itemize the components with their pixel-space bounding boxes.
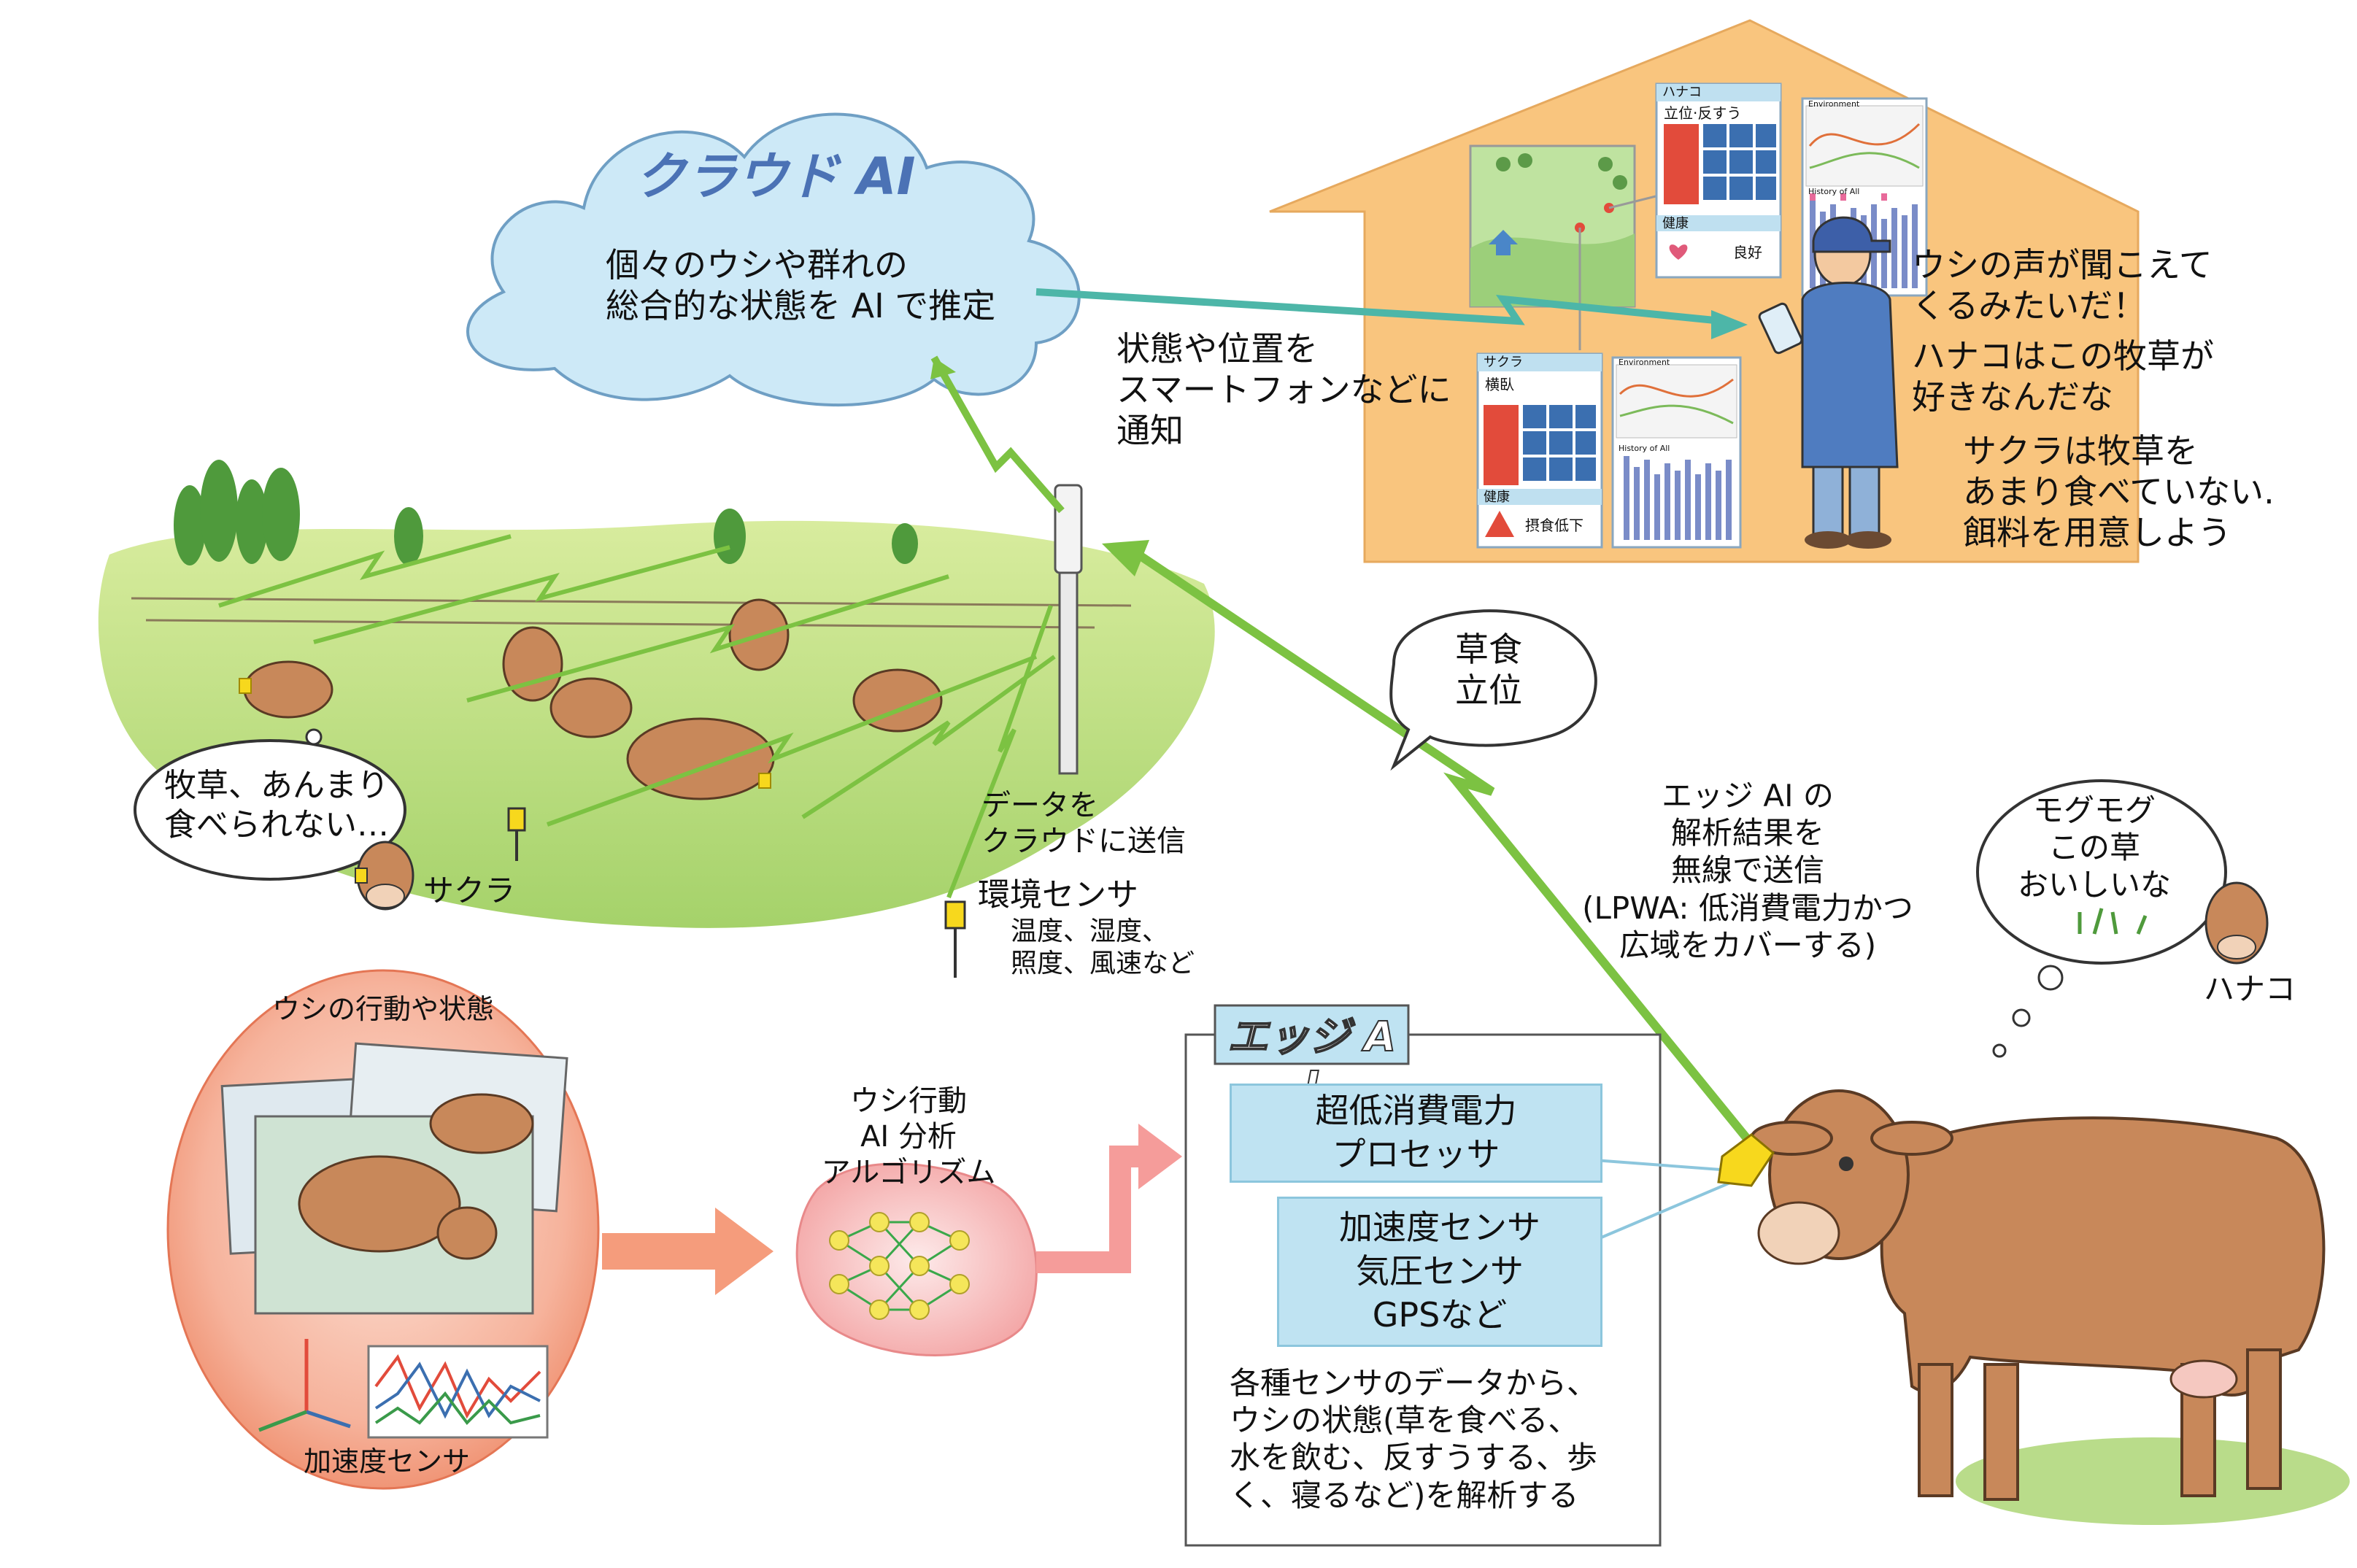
- sakura-bubble-shape: [134, 739, 406, 881]
- cow-photo-stack: [220, 1042, 568, 1315]
- sakura-chart-label-env: Environment: [1619, 358, 1670, 367]
- sakura-panel-health-value: 摂食低下: [1525, 517, 1583, 534]
- hanako-bubble-shape: [1976, 779, 2227, 965]
- accel-graph-icon: [367, 1345, 549, 1439]
- accel-sensor-label: 加速度センサ: [303, 1445, 470, 1478]
- hanako-status-panel: [1655, 82, 1782, 279]
- notify-text: 状態や位置を スマートフォンなどに 通知: [1116, 329, 1451, 451]
- sakura-chart-label-hist: History of All: [1619, 444, 1670, 453]
- arrow-training-to-algorithm: [602, 1208, 774, 1295]
- farmer-speech-3: サクラは牧草を あまり食べていない. 餌料を用意しよう: [1963, 431, 2275, 553]
- hanako-name-label: ハナコ: [2204, 971, 2296, 1007]
- hanako-panel-name: ハナコ: [1662, 85, 1702, 100]
- neural-network-icon: [829, 1212, 970, 1320]
- grass-icon: [2078, 908, 2148, 935]
- hanako-cow-face: [2204, 881, 2269, 965]
- edge-bubble-shape: [1389, 609, 1597, 771]
- cloud-description: 個々のウシや群れの 総合的な状態を AI で推定: [606, 245, 996, 326]
- farmer-speech-2: ハナコはこの牧草が 好きなんだな: [1912, 336, 2214, 417]
- env-sensor-title: 環境センサ: [978, 876, 1138, 914]
- environment-sensor-icon: [507, 807, 966, 978]
- hanako-chart-label-env: Environment: [1808, 99, 1860, 109]
- hanako-chart-label-hist: History of All: [1808, 187, 1860, 196]
- smartphone-icon: [1758, 302, 1803, 355]
- edge-send-description: エッジ AI の 解析結果を 無線で送信 (LPWA: 低消費電力かつ 広域をカ…: [1582, 778, 1913, 963]
- cloud-shape: [466, 112, 1081, 406]
- sakura-chart-panel: [1611, 356, 1742, 549]
- hanako-cow: [1750, 1089, 2350, 1525]
- sakura-name-label: サクラ: [423, 873, 516, 908]
- cloud-title: クラウド AI: [635, 147, 916, 206]
- sakura-speech-bubble: 牧草、あんまり 食べられない…: [164, 767, 389, 843]
- edge-processor-box: 超低消費電力 プロセッサ: [1230, 1084, 1602, 1183]
- radio-tower: [1054, 484, 1083, 775]
- farmer-speech-1: ウシの声が聞こえて くるみたいだ！: [1912, 245, 2213, 326]
- hanako-panel-health-label: 健康: [1662, 216, 1689, 231]
- hanako-panel-state: 立位·反すう: [1664, 104, 1742, 122]
- cow-tag-icon: [1717, 1133, 1775, 1187]
- farmer-figure: [1758, 216, 1899, 549]
- pasture-cows: [243, 598, 943, 800]
- sakura-status-panel: [1476, 352, 1603, 549]
- hanako-speech-bubble: モグモグ この草 おいしいな: [2017, 792, 2171, 903]
- edge-ai-title-box: [1214, 1004, 1410, 1065]
- wireless-arrow-cloud-to-house: [1035, 288, 1748, 339]
- pasture-fence: [131, 597, 1132, 629]
- sakura-panel-health-label: 健康: [1484, 490, 1510, 505]
- edge-ai-description: 各種センサのデータから、 ウシの状態(草を食べる、 水を飲む、反すうする、歩 く…: [1230, 1365, 1598, 1513]
- sakura-cow-face: [355, 841, 414, 911]
- accel-axes-icon: [258, 1339, 351, 1432]
- arrow-algorithm-to-edge: [1036, 1124, 1182, 1273]
- upload-to-cloud-text: データを クラウドに送信: [981, 789, 1186, 858]
- edge-sensors-box: 加速度センサ 気圧センサ GPSなど: [1277, 1197, 1602, 1347]
- map-panel: [1469, 144, 1668, 350]
- hanako-panel-health-value: 良好: [1733, 244, 1762, 261]
- env-sensor-description: 温度、湿度、 照度、風速など: [1011, 916, 1195, 978]
- pasture-trees: [174, 460, 918, 565]
- wireless-arrow-tower-to-cloud: [930, 355, 1065, 514]
- pasture-wireless-signals: [218, 534, 1056, 899]
- training-title: ウシの行動や状態: [271, 993, 494, 1025]
- map-north-arrow-icon: [1489, 230, 1518, 255]
- wireless-arrow-cow-to-tower: [1102, 540, 1762, 1156]
- edge-result-bubble: 草食 立位: [1455, 630, 1522, 711]
- warning-icon: [1485, 511, 1514, 537]
- sakura-panel-state: 横臥: [1485, 376, 1514, 393]
- sakura-panel-name: サクラ: [1484, 355, 1523, 370]
- pasture-cow-tags: [239, 678, 771, 789]
- heart-icon: [1669, 244, 1688, 260]
- algorithm-label: ウシ行動 AI 分析 アルゴリズム: [821, 1084, 996, 1189]
